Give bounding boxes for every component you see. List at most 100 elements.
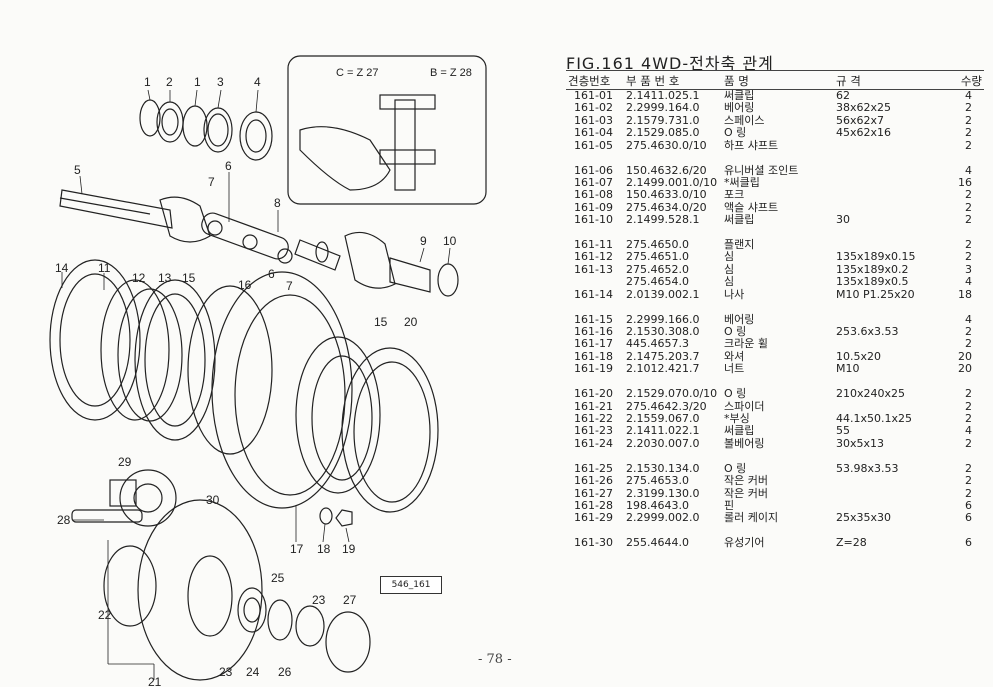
cell-qty: 2 [965,387,972,401]
callout-15a: 15 [182,271,196,285]
cell-spec: 38x62x25 [836,101,892,115]
cell-qty: 4 [965,163,972,177]
cell-spec: 55 [836,424,850,438]
cell-qty: 2 [965,213,972,227]
cell-qty: 2 [965,200,972,214]
cell-item-no: 161-13 [574,262,613,276]
cell-item-no: 161-01 [574,89,613,102]
cell-name: 베어링 [724,312,755,326]
cell-item-no: 161-25 [574,461,613,475]
cell-name: 하프 샤프트 [724,138,779,152]
cell-item-no: 161-16 [574,325,613,339]
cell-qty: 18 [958,287,972,301]
callout-28: 28 [57,513,71,527]
callout-7a: 7 [208,175,215,189]
cell-item-no: 161-03 [574,113,613,127]
callout-5: 5 [74,163,81,177]
page-number: - 78 - [478,652,512,667]
cell-item-no: 161-08 [574,188,613,202]
cell-part-no: 150.4632.6/20 [626,163,707,177]
cell-qty: 4 [965,275,972,289]
cell-spec: 25x35x30 [836,511,892,525]
cell-qty: 2 [965,337,972,351]
callout-23b: 23 [219,665,233,679]
cell-item-no: 161-17 [574,337,613,351]
cell-part-no: 2.2030.007.0 [626,436,700,450]
callout-9: 9 [420,234,427,248]
cell-part-no: 255.4644.0 [626,536,689,550]
header-spec: 규 격 [836,74,861,88]
cell-part-no: 2.1411.022.1 [626,424,700,438]
cell-part-no: 275.4653.0 [626,474,689,488]
parts-table-header: 견층번호 부 품 번 호 품 명 규 격 수량 [566,70,984,90]
cell-name: 유성기어 [724,536,765,550]
cell-part-no: 2.1530.134.0 [626,461,700,475]
cell-qty: 20 [958,349,972,363]
header-name: 품 명 [724,74,749,88]
cell-part-no: 275.4651.0 [626,250,689,264]
callout-14: 14 [55,261,69,275]
cell-item-no: 161-23 [574,424,613,438]
callout-1a: 1 [144,75,151,89]
cell-item-no: 161-30 [574,536,613,550]
cell-part-no: 2.1475.203.7 [626,349,700,363]
cell-name: 볼베어링 [724,436,765,450]
cell-part-no: 275.4630.0/10 [626,138,707,152]
cell-spec: Z=28 [836,536,867,550]
cell-name: O 링 [724,461,747,475]
cell-name: 스페이스 [724,113,765,127]
cell-item-no: 161-28 [574,498,613,512]
callout-25: 25 [271,571,285,585]
cell-name: 플랜지 [724,238,755,252]
cell-item-no: 161-14 [574,287,613,301]
cell-part-no: 2.1499.001.0/10 [626,175,718,189]
cell-spec: 10.5x20 [836,349,881,363]
cell-item-no: 161-21 [574,399,613,413]
cell-qty: 4 [965,89,972,102]
group-gap [566,301,984,314]
callout-30: 30 [206,493,220,507]
inset-label-b: B = Z 28 [430,67,472,79]
cell-name: 유니버셜 조인트 [724,163,799,177]
cell-spec: 44.1x50.1x25 [836,411,913,425]
cell-item-no: 161-20 [574,387,613,401]
group-gap [566,450,984,463]
cell-item-no: 161-22 [574,411,613,425]
cell-spec: 30x5x13 [836,436,885,450]
cell-item-no: 161-11 [574,238,613,252]
cell-name: 액슬 샤프트 [724,200,779,214]
cell-qty: 16 [958,175,972,189]
cell-part-no: 275.4654.0 [626,275,689,289]
callout-24: 24 [246,665,260,679]
callout-1b: 1 [194,75,201,89]
cell-spec: 135x189x0.15 [836,250,916,264]
callout-6a: 6 [225,159,232,173]
cell-name: 스파이더 [724,399,765,413]
cell-qty: 2 [965,188,972,202]
callout-23a: 23 [312,593,326,607]
cell-name: *써클립 [724,175,760,189]
cell-spec: 45x62x16 [836,126,892,140]
cell-qty: 2 [965,325,972,339]
cell-part-no: 2.1529.070.0/10 [626,387,718,401]
callout-19: 19 [342,542,356,556]
cell-item-no: 161-06 [574,163,613,177]
header-no: 견층번호 [568,74,611,88]
cell-part-no: 2.3199.130.0 [626,486,700,500]
cell-qty: 2 [965,101,972,115]
